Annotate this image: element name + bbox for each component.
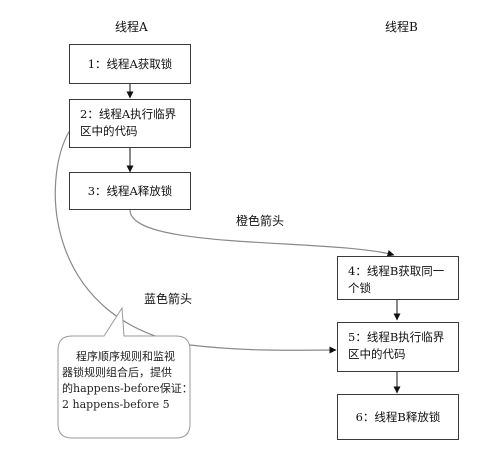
step-4-box: 4：线程B获取同一 个锁 — [337, 256, 459, 300]
lane-header-thread-a: 线程A — [115, 20, 148, 34]
orange-arrow-label: 橙色箭头 — [236, 214, 285, 228]
callout-line-3: 的happens-before保证： — [62, 382, 193, 395]
step-2-box: 2：线程A执行临界 区中的代码 — [69, 99, 191, 148]
step-6-box: 6：线程B释放锁 — [337, 394, 459, 440]
step-3-label: 3：线程A释放锁 — [87, 183, 173, 198]
blue-arrow-label: 蓝色箭头 — [144, 292, 193, 306]
callout-line-4: 2 happens-before 5 — [62, 398, 170, 411]
step-2-label-line2: 区中的代码 — [80, 124, 138, 138]
callout-text: 程序顺序规则和监视 器锁规则组合后，提供 的happens-before保证： … — [62, 349, 193, 413]
callout-bubble — [57, 306, 191, 439]
step-4-label-line1: 4：线程B获取同一 — [348, 264, 445, 278]
step-6-label: 6：线程B释放锁 — [355, 409, 441, 424]
step-3-box: 3：线程A释放锁 — [69, 172, 191, 210]
step-5-label-line1: 5：线程B执行临界 — [348, 330, 445, 344]
step-5-box: 5：线程B执行临界 区中的代码 — [337, 322, 459, 372]
blue-arrow-path — [54, 129, 337, 354]
callout-line-1: 程序顺序规则和监视 — [76, 350, 175, 363]
step-5-label-line2: 区中的代码 — [348, 347, 406, 361]
step-1-box: 1：线程A获取锁 — [69, 44, 191, 84]
step-2-label-line1: 2：线程A执行临界 — [80, 107, 177, 121]
lane-header-thread-b: 线程B — [385, 20, 418, 34]
step-4-label-line2: 个锁 — [348, 281, 371, 295]
callout-line-2: 器锁规则组合后，提供 — [62, 366, 172, 379]
step-1-label: 1：线程A获取锁 — [87, 56, 173, 71]
orange-arrow-path — [129, 209, 395, 257]
